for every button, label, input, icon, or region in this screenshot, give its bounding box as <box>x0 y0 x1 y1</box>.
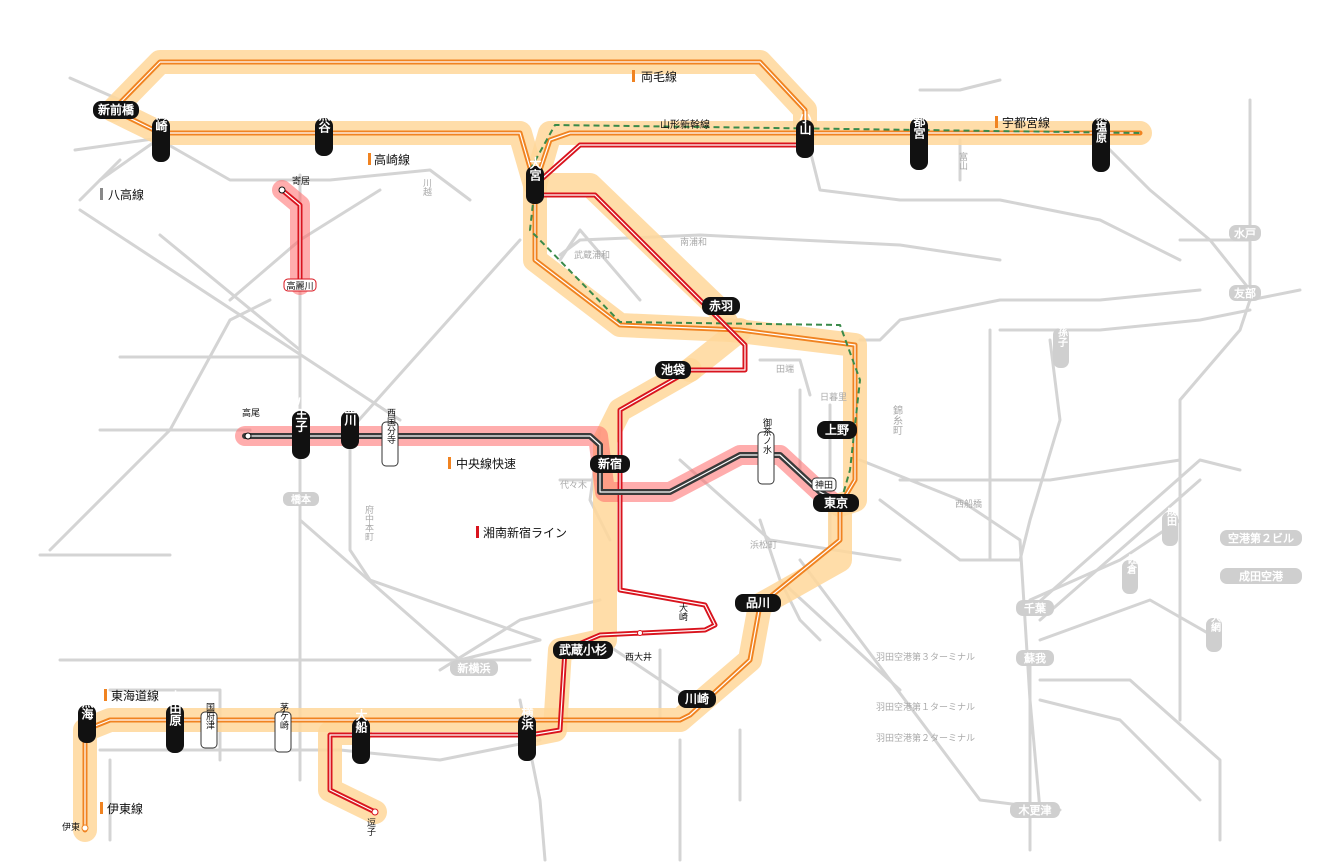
station-tomiya[interactable]: 富山 <box>957 151 968 170</box>
station-utsunomiya[interactable]: 宇都宮 <box>912 102 926 139</box>
station-kanda[interactable]: 神田 <box>815 479 833 491</box>
station-omiya[interactable]: 大宮 <box>528 156 542 181</box>
station-kawasaki[interactable]: 川崎 <box>684 691 709 706</box>
shonan-shinjuku-label: 湘南新宿ライン <box>483 525 567 540</box>
station-haneda-t3[interactable]: 羽田空港第３ターミナル <box>876 651 975 663</box>
line-labels: 両毛線 高崎線 宇都宮線 八高線 山形新幹線 中央線快速 湘南新宿ライン 東海道… <box>100 69 1050 816</box>
station-takao[interactable]: 高尾 <box>242 407 260 419</box>
station-mito[interactable]: 水戸 <box>1234 226 1256 240</box>
station-nasushiobara[interactable]: 那須塩原 <box>1095 99 1109 144</box>
station-narita[interactable]: 成田 <box>1165 505 1177 527</box>
station-takasaki[interactable]: 高崎 <box>154 107 168 133</box>
station-nishikokubunji[interactable]: 西国分寺 <box>385 408 396 444</box>
station-soga[interactable]: 蘇我 <box>1023 651 1046 665</box>
yamagata-shinkansen-label: 山形新幹線 <box>660 118 710 131</box>
station-musashikosugi[interactable]: 武蔵小杉 <box>559 642 607 657</box>
station-zushi[interactable]: 逗子 <box>365 818 376 836</box>
station-odawara[interactable]: 小田原 <box>168 689 182 727</box>
station-tabata[interactable]: 田端 <box>776 363 794 375</box>
station-ueno[interactable]: 上野 <box>825 422 849 437</box>
station-nishioi[interactable]: 西大井 <box>625 651 652 663</box>
station-chiba[interactable]: 千葉 <box>1024 601 1047 615</box>
station-tokyo[interactable]: 東京 <box>824 495 848 510</box>
station-haneda-t1[interactable]: 羽田空港第１ターミナル <box>876 701 975 713</box>
station-chigasaki[interactable]: 茅ケ崎 <box>278 702 289 729</box>
station-shinmaebashi[interactable]: 新前橋 <box>98 102 135 117</box>
station-haneda-t2[interactable]: 羽田空港第２ターミナル <box>876 732 975 744</box>
station-shinagawa[interactable]: 品川 <box>746 596 770 610</box>
takasaki-line-label: 高崎線 <box>374 152 410 167</box>
station-hashimoto[interactable]: 橋本 <box>291 493 312 506</box>
minor-stations: 寄居 高麗川 高尾 西国分寺 御茶ノ水 神田 大崎 西大井 逗子 国府津 茅ケ崎… <box>62 175 837 836</box>
station-ochanomizu[interactable]: 御茶ノ水 <box>761 417 772 454</box>
station-narita-airport[interactable]: 成田空港 <box>1239 569 1284 583</box>
station-nippori[interactable]: 日暮里 <box>820 391 847 403</box>
station-komagawa[interactable]: 高麗川 <box>286 280 313 292</box>
station-shinjuku[interactable]: 新宿 <box>598 456 622 471</box>
station-tachikawa[interactable]: 立川 <box>343 401 357 426</box>
station-abiko[interactable]: 我孫子 <box>1056 316 1068 348</box>
yamagata-shinkansen-path <box>529 124 1141 171</box>
station-kinshicho[interactable]: 錦糸町 <box>891 404 903 435</box>
station-tomobe[interactable]: 友部 <box>1234 286 1256 300</box>
ito-line-label: 伊東線 <box>107 801 143 816</box>
tokaido-line-label: 東海道線 <box>111 688 159 703</box>
utsunomiya-line-label: 宇都宮線 <box>1002 115 1050 130</box>
station-sakura[interactable]: 佐倉 <box>1125 553 1138 575</box>
station-kozu[interactable]: 国府津 <box>204 702 215 730</box>
station-shinyokohama[interactable]: 新横浜 <box>458 661 491 675</box>
major-stations: 新前橋 赤羽 池袋 新宿 上野 東京 品川 武蔵小杉 川崎 高崎 熊谷 小山 宇… <box>78 99 1110 764</box>
other-stations: 水戸 友部 我孫子 千葉 蘇我 木更津 成田 佐倉 空港第２ビル 成田空港 大網… <box>283 151 1302 818</box>
station-osaki[interactable]: 大崎 <box>677 602 688 621</box>
station-fuchuhommachi[interactable]: 府中本町 <box>363 504 374 541</box>
station-atami[interactable]: 熱海 <box>80 695 94 721</box>
line-halos <box>73 50 1152 842</box>
station-hamamatsucho[interactable]: 浜松町 <box>750 539 777 551</box>
station-kumagaya[interactable]: 熊谷 <box>317 108 331 134</box>
station-airport-t2[interactable]: 空港第２ビル <box>1228 531 1294 545</box>
station-ikebukuro[interactable]: 池袋 <box>661 362 686 377</box>
station-oyama[interactable]: 小山 <box>798 110 812 136</box>
station-yokohama[interactable]: 横浜 <box>520 705 534 731</box>
station-nishifunabashi[interactable]: 西船橋 <box>955 498 982 510</box>
station-minamiurawa[interactable]: 南浦和 <box>680 236 707 248</box>
station-akabane[interactable]: 赤羽 <box>709 298 733 313</box>
station-kisarazu[interactable]: 木更津 <box>1018 803 1052 817</box>
station-ito[interactable]: 伊東 <box>62 821 80 833</box>
station-hachioji[interactable]: 八王子 <box>294 396 308 433</box>
ryomo-line-label: 両毛線 <box>641 69 677 84</box>
station-kawagoe[interactable]: 川越 <box>421 178 432 196</box>
station-yorii[interactable]: 寄居 <box>292 175 310 187</box>
station-oami[interactable]: 大網 <box>1209 611 1221 633</box>
station-yoyogi[interactable]: 代々木 <box>560 479 587 491</box>
chuo-rapid-label: 中央線快速 <box>456 456 516 471</box>
station-musashiurawa[interactable]: 武蔵浦和 <box>574 249 610 261</box>
hachiko-line-label: 八高線 <box>108 187 144 202</box>
background-lines <box>38 76 1302 862</box>
station-ofuna[interactable]: 大船 <box>354 708 368 734</box>
